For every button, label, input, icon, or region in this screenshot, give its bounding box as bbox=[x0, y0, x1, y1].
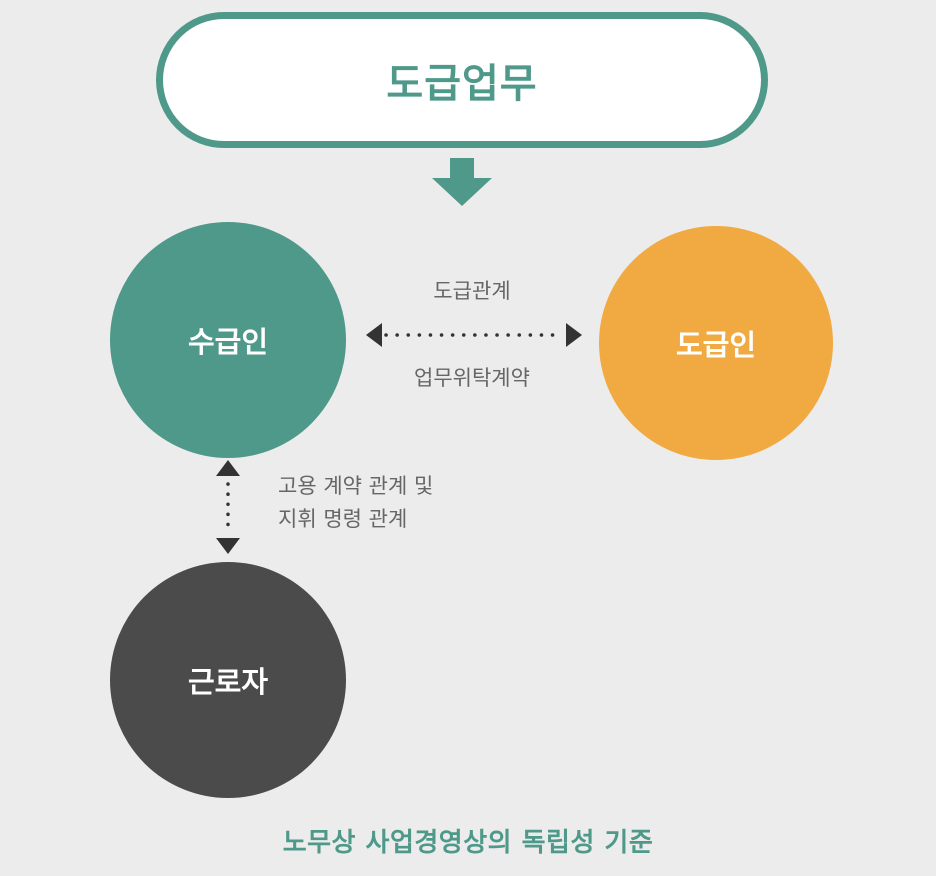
vertical-double-arrow-icon bbox=[216, 460, 240, 554]
relation-label-consignment: 업무위탁계약 bbox=[414, 366, 530, 390]
employment-line-1: 고용 계약 관계 및 bbox=[278, 474, 434, 498]
top-title-box: 도급업무 bbox=[156, 12, 768, 148]
horizontal-double-arrow-icon bbox=[366, 323, 582, 347]
relation-label-employment: 고용 계약 관계 및 지휘 명령 관계 bbox=[278, 470, 538, 535]
employment-line-2: 지휘 명령 관계 bbox=[278, 506, 408, 531]
node-worker-label: 근로자 bbox=[187, 665, 269, 699]
node-contractor-recipient: 수급인 bbox=[110, 222, 346, 458]
diagram-caption: 노무상 사업경영상의 독립성 기준 bbox=[282, 828, 654, 858]
down-arrow-icon bbox=[432, 158, 492, 206]
top-title: 도급업무 bbox=[386, 61, 538, 107]
node-contractor-principal: 도급인 bbox=[599, 226, 833, 460]
node-contractor-recipient-label: 수급인 bbox=[187, 325, 269, 359]
node-worker: 근로자 bbox=[110, 562, 346, 798]
node-contractor-principal-label: 도급인 bbox=[675, 328, 757, 362]
relation-label-contract: 도급관계 bbox=[433, 279, 511, 303]
